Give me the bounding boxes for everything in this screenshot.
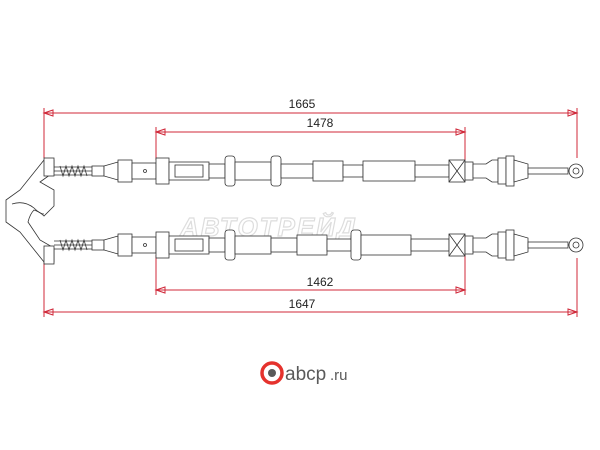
logo-domain: .ru (330, 367, 348, 384)
dimension-top-outer: 1665 (42, 97, 579, 158)
dim-label-1462: 1462 (307, 275, 334, 289)
dim-label-1665: 1665 (289, 97, 316, 111)
cable-bottom (54, 229, 584, 261)
dimension-bottom-outer: 1647 (42, 258, 579, 317)
dim-label-1478: 1478 (307, 116, 334, 130)
eye-circle-icon (260, 361, 284, 385)
abcp-logo: abcp .ru (260, 361, 348, 385)
dim-label-1647: 1647 (289, 297, 316, 311)
dimension-top-inner: 1478 (154, 116, 467, 160)
dimension-bottom-inner: 1462 (154, 255, 467, 295)
cable-top (54, 155, 584, 187)
equalizer-bracket (5, 157, 55, 265)
logo-text: abcp (285, 364, 326, 385)
